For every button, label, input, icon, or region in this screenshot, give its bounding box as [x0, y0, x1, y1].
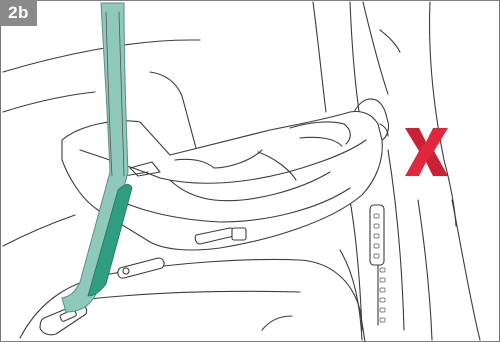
latch-connector — [370, 205, 385, 325]
cross-icon — [405, 128, 448, 176]
step-label: 2b — [0, 0, 37, 26]
